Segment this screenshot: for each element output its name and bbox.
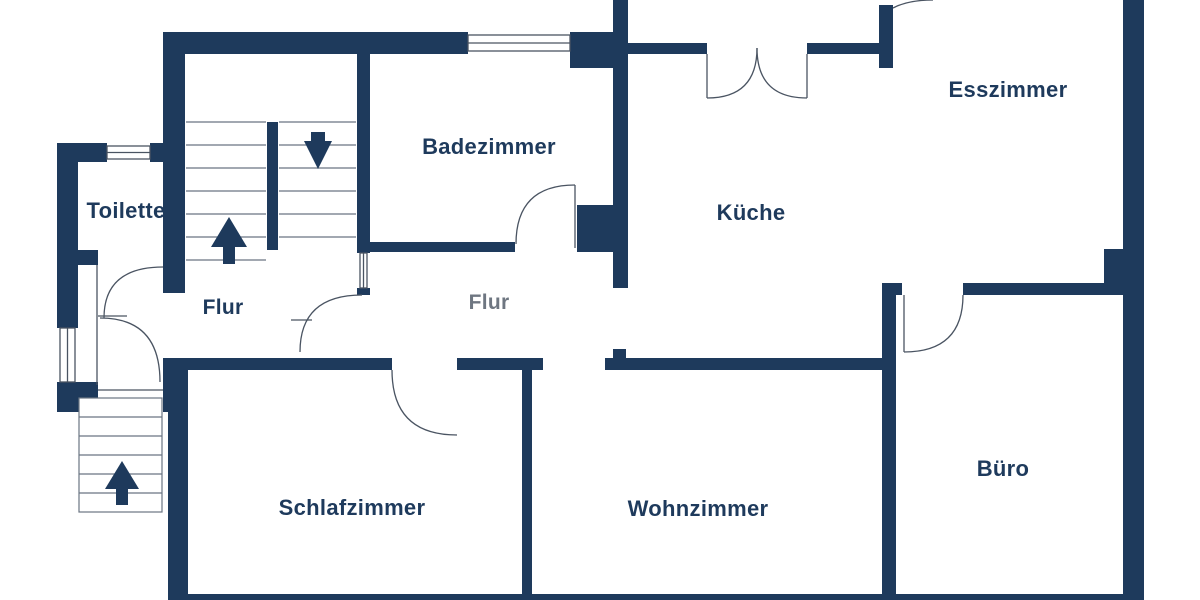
wall-segment bbox=[267, 122, 278, 250]
wall-segment bbox=[168, 358, 392, 370]
wall-segment bbox=[1123, 0, 1144, 600]
wall-segment bbox=[163, 32, 185, 293]
room-label-esszimmer: Esszimmer bbox=[948, 77, 1068, 102]
stairs-down-arrow-icon bbox=[304, 141, 332, 169]
wall-segment bbox=[57, 250, 98, 265]
wall-segment bbox=[163, 248, 185, 265]
wall-segment bbox=[1104, 249, 1123, 283]
room-label-flur-mitte: Flur bbox=[468, 291, 510, 314]
wall-segment bbox=[163, 32, 468, 54]
door-swing bbox=[903, 294, 964, 353]
wall-segment bbox=[879, 5, 893, 68]
wall-segment bbox=[57, 162, 78, 328]
wall-segment bbox=[150, 143, 185, 162]
room-label-kueche: Küche bbox=[716, 200, 786, 225]
wall-segment bbox=[357, 54, 370, 253]
door-swing bbox=[756, 47, 808, 99]
room-label-buero: Büro bbox=[976, 456, 1030, 481]
door-swing bbox=[892, 0, 934, 9]
room-label-flur-links: Flur bbox=[202, 296, 244, 319]
wall-segment bbox=[357, 242, 515, 252]
stairs-up-arrow-icon bbox=[223, 247, 235, 264]
wall-segment bbox=[605, 358, 882, 370]
wall-segment bbox=[963, 283, 1123, 295]
door-swing bbox=[515, 184, 576, 245]
room-label-toilette: Toilette bbox=[86, 198, 166, 223]
wall-segment bbox=[522, 370, 532, 600]
stairs-down-arrow-icon bbox=[311, 132, 325, 142]
wall-segment bbox=[357, 288, 370, 295]
room-label-schlafzimmer: Schlafzimmer bbox=[278, 495, 426, 520]
wall-segment bbox=[168, 370, 188, 600]
door-swing bbox=[391, 369, 458, 436]
wall-segment bbox=[807, 43, 883, 54]
wall-segment bbox=[882, 283, 896, 600]
wall-segment bbox=[613, 349, 626, 358]
wall-segment bbox=[57, 143, 107, 162]
door-swing bbox=[103, 266, 164, 319]
wall-segment bbox=[457, 358, 543, 370]
wall-segment bbox=[168, 594, 1144, 600]
room-label-badezimmer: Badezimmer bbox=[422, 134, 556, 159]
room-label-wohnzimmer: Wohnzimmer bbox=[627, 496, 769, 521]
entrance-up-arrow-icon bbox=[116, 489, 128, 505]
stairs-up-arrow-icon bbox=[211, 217, 247, 247]
wall-segment bbox=[628, 43, 707, 54]
wall-segment bbox=[577, 205, 628, 252]
entrance-up-arrow-icon bbox=[105, 461, 139, 489]
wall-segment bbox=[882, 283, 902, 295]
door-swing bbox=[99, 317, 161, 383]
door-swing bbox=[706, 47, 758, 99]
door-swing bbox=[299, 294, 363, 353]
